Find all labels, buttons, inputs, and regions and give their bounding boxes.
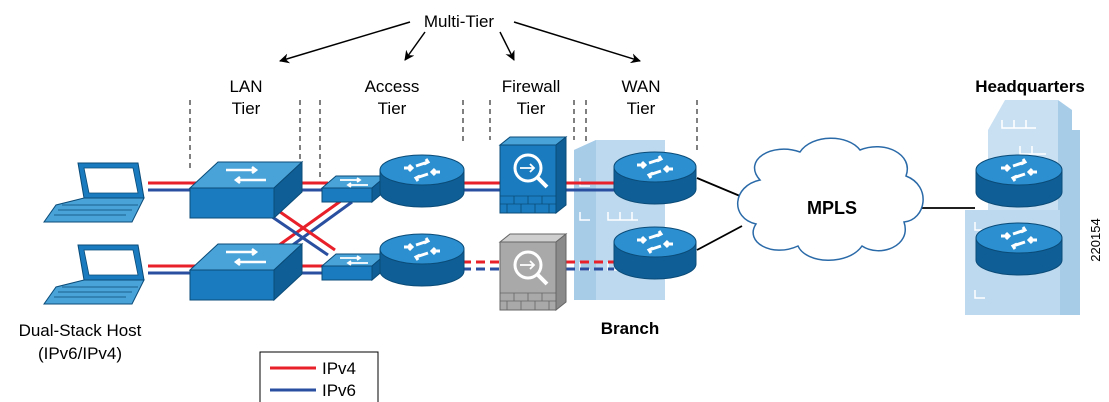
svg-text:Tier: Tier bbox=[627, 99, 656, 118]
firewall-icon bbox=[498, 232, 568, 312]
link-ipv4 bbox=[269, 203, 336, 252]
svg-text:Access: Access bbox=[365, 77, 420, 96]
switch-icon bbox=[188, 242, 304, 302]
tier-label-lan: LAN Tier bbox=[229, 77, 262, 118]
branch-label: Branch bbox=[601, 319, 660, 338]
headquarters-building-icon bbox=[965, 100, 1080, 315]
mpls-cloud-icon bbox=[737, 137, 924, 261]
tier-label-wan: WAN Tier bbox=[621, 77, 660, 118]
multi-tier-heading: Multi-Tier bbox=[424, 12, 495, 31]
legend-label-ipv4: IPv4 bbox=[322, 359, 356, 378]
router-icon bbox=[975, 222, 1063, 276]
router-icon bbox=[975, 154, 1063, 208]
switch-icon bbox=[320, 252, 388, 282]
svg-text:Tier: Tier bbox=[517, 99, 546, 118]
svg-text:Firewall: Firewall bbox=[502, 77, 561, 96]
router-icon bbox=[379, 233, 465, 287]
svg-text:Tier: Tier bbox=[232, 99, 261, 118]
laptop-icon bbox=[43, 244, 145, 305]
switch-icon bbox=[188, 160, 304, 220]
mpls-label: MPLS bbox=[807, 198, 857, 218]
svg-text:Tier: Tier bbox=[378, 99, 407, 118]
legend: IPv4 IPv6 bbox=[259, 351, 379, 402]
figure-id: 220154 bbox=[1088, 218, 1103, 261]
svg-text:LAN: LAN bbox=[229, 77, 262, 96]
link-ipv4 bbox=[274, 196, 346, 250]
host-label-sub: (IPv6/IPv4) bbox=[38, 344, 122, 363]
firewall-icon bbox=[498, 135, 568, 215]
router-icon bbox=[613, 226, 697, 280]
headquarters-label: Headquarters bbox=[975, 77, 1085, 96]
tier-label-firewall: Firewall Tier bbox=[502, 77, 561, 118]
laptop-icon bbox=[43, 162, 145, 223]
svg-text:WAN: WAN bbox=[621, 77, 660, 96]
tier-label-access: Access Tier bbox=[365, 77, 420, 118]
legend-label-ipv6: IPv6 bbox=[322, 381, 356, 400]
host-label: Dual-Stack Host bbox=[19, 321, 142, 340]
switch-icon bbox=[320, 174, 388, 204]
multi-tier-arrows bbox=[279, 21, 641, 64]
router-icon bbox=[379, 154, 465, 208]
tier-dividers bbox=[189, 100, 698, 178]
router-icon bbox=[613, 151, 697, 205]
